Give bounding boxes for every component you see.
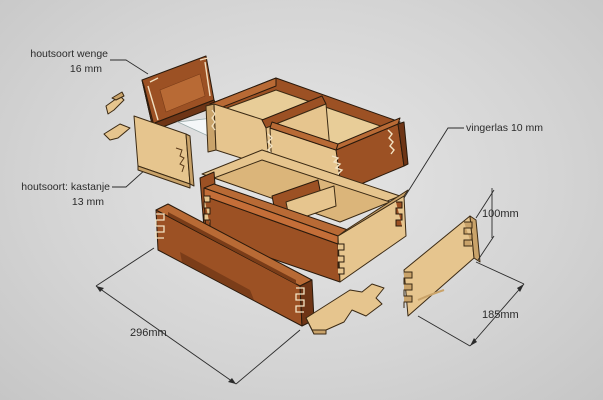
wenge-lid-panel [141,55,218,131]
small-corner-pieces [103,91,131,141]
lower-box [199,149,409,283]
annotations: houtsoort wenge 16 mm houtsoort: kastanj… [21,48,543,339]
wenge-label-line1: houtsoort wenge [30,48,108,60]
dim-height-label: 100mm [482,208,519,220]
wenge-label-line2: 16 mm [70,63,102,75]
dim-width-label: 185mm [482,309,519,321]
dim-length-label: 296mm [130,327,167,339]
kastanje-side-panel [133,115,195,189]
floor-piece [305,283,385,335]
exploded-end-panel [403,215,481,317]
kastanje-label-line2: 13 mm [72,196,104,208]
vingerlas-label: vingerlas 10 mm [466,122,543,134]
exploded-front-wall [155,203,315,327]
dimension-lines [95,188,525,385]
kastanje-label-line1: houtsoort: kastanje [21,181,110,193]
